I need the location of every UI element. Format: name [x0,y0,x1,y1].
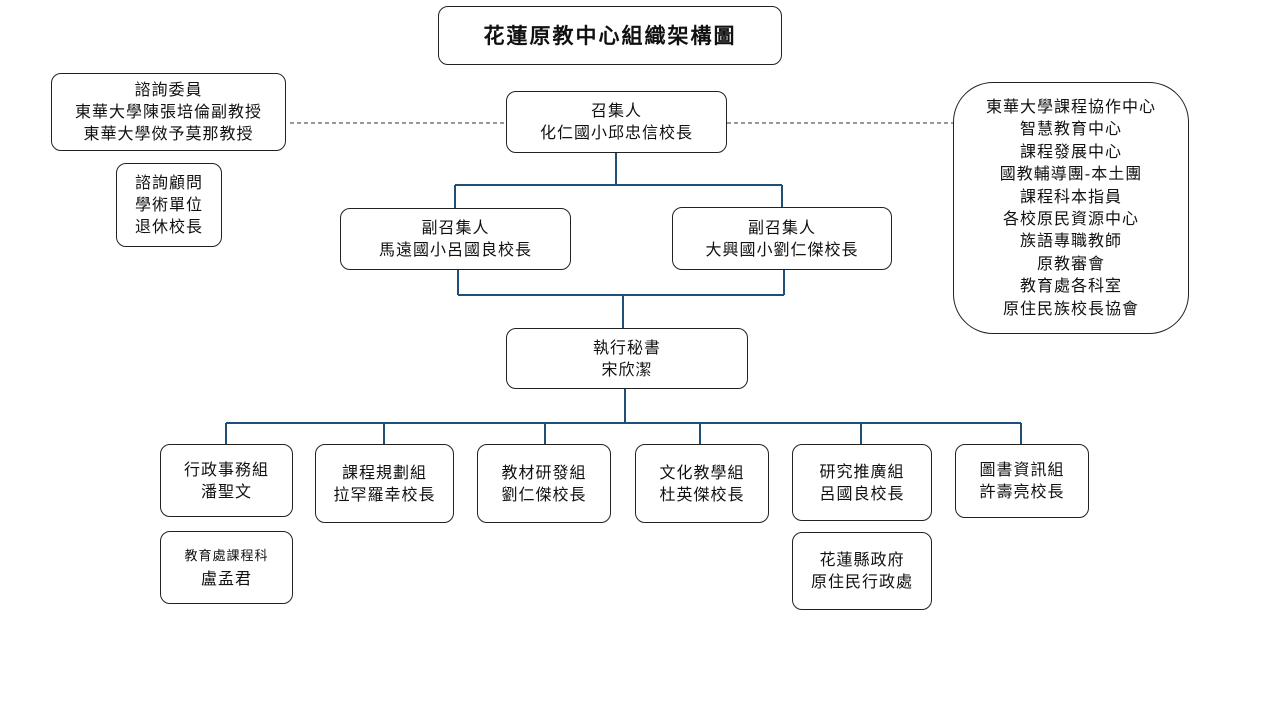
advisors-line: 退休校長 [134,217,203,236]
sub-unit-person: 盧孟君 [200,568,252,588]
group-leader: 許壽亮校長 [979,482,1065,501]
chart-title: 花蓮原教中心組織架構圖 [438,6,782,65]
partner-unit: 智慧教育中心 [1019,119,1122,139]
group-name: 研究推廣組 [819,461,905,481]
convener-role: 召集人 [590,101,642,120]
partner-unit: 教育處各科室 [1019,276,1122,296]
deputy-convener-name: 馬遠國小呂國良校長 [378,240,532,259]
group-leader: 拉罕羅幸校長 [333,484,436,504]
executive-secretary-role: 執行秘書 [592,337,661,357]
deputy-convener-box-1: 副召集人 馬遠國小呂國良校長 [340,208,571,270]
deputy-convener-role: 副召集人 [421,218,490,237]
partner-unit: 原教審會 [1036,253,1105,273]
sub-unit-name: 花蓮縣政府 [819,550,905,569]
partner-unit: 族語專職教師 [1019,231,1122,251]
advisors-box: 諮詢顧問 學術單位 退休校長 [116,163,222,247]
convener-name: 化仁國小邱忠信校長 [539,123,693,142]
group-box-4: 文化教學組 杜英傑校長 [635,444,769,523]
group-leader: 潘聖文 [200,481,252,501]
advisory-committee-member: 東華大學傚予莫那教授 [83,124,254,143]
group-name: 文化教學組 [659,462,745,482]
group-leader: 呂國良校長 [819,483,905,503]
group-box-2: 課程規劃組 拉罕羅幸校長 [315,444,454,523]
executive-secretary-box: 執行秘書 宋欣潔 [506,328,748,389]
partner-unit: 原住民族校長協會 [1002,298,1139,318]
group-box-3: 教材研發組 劉仁傑校長 [477,444,611,523]
group-leader: 劉仁傑校長 [501,484,587,504]
group-name: 教材研發組 [501,462,587,482]
advisory-committee-box: 諮詢委員 東華大學陳張培倫副教授 東華大學傚予莫那教授 [51,73,286,151]
chart-title-text: 花蓮原教中心組織架構圖 [483,22,737,48]
sub-unit-box-1: 教育處課程科 盧孟君 [160,531,293,604]
partner-unit: 國教輔導團-本土團 [999,164,1143,184]
partner-unit: 課程發展中心 [1019,141,1122,161]
advisory-committee-role: 諮詢委員 [134,80,203,99]
group-leader: 杜英傑校長 [659,484,745,504]
deputy-convener-box-2: 副召集人 大興國小劉仁傑校長 [672,207,892,270]
sub-unit-name: 教育處課程科 [184,548,269,564]
advisory-committee-member: 東華大學陳張培倫副教授 [74,102,262,121]
sub-unit-box-2: 花蓮縣政府 原住民行政處 [792,532,932,610]
group-box-6: 圖書資訊組 許壽亮校長 [955,444,1089,518]
advisors-line: 學術單位 [134,195,203,214]
convener-box: 召集人 化仁國小邱忠信校長 [506,91,727,153]
deputy-convener-name: 大興國小劉仁傑校長 [705,239,859,259]
group-box-5: 研究推廣組 呂國良校長 [792,444,932,521]
partner-unit: 東華大學課程協作中心 [985,96,1156,116]
executive-secretary-name: 宋欣潔 [601,359,653,379]
deputy-convener-role: 副召集人 [747,217,816,237]
partner-unit: 課程科本指員 [1019,186,1122,206]
group-name: 圖書資訊組 [979,460,1065,479]
sub-unit-person: 原住民行政處 [810,572,913,591]
advisors-line: 諮詢顧問 [134,173,203,192]
group-name: 課程規劃組 [341,462,427,482]
group-name: 行政事務組 [183,459,269,479]
partner-units-box: 東華大學課程協作中心 智慧教育中心 課程發展中心 國教輔導團-本土團 課程科本指… [953,82,1189,334]
group-box-1: 行政事務組 潘聖文 [160,444,293,517]
partner-unit: 各校原民資源中心 [1002,209,1139,228]
